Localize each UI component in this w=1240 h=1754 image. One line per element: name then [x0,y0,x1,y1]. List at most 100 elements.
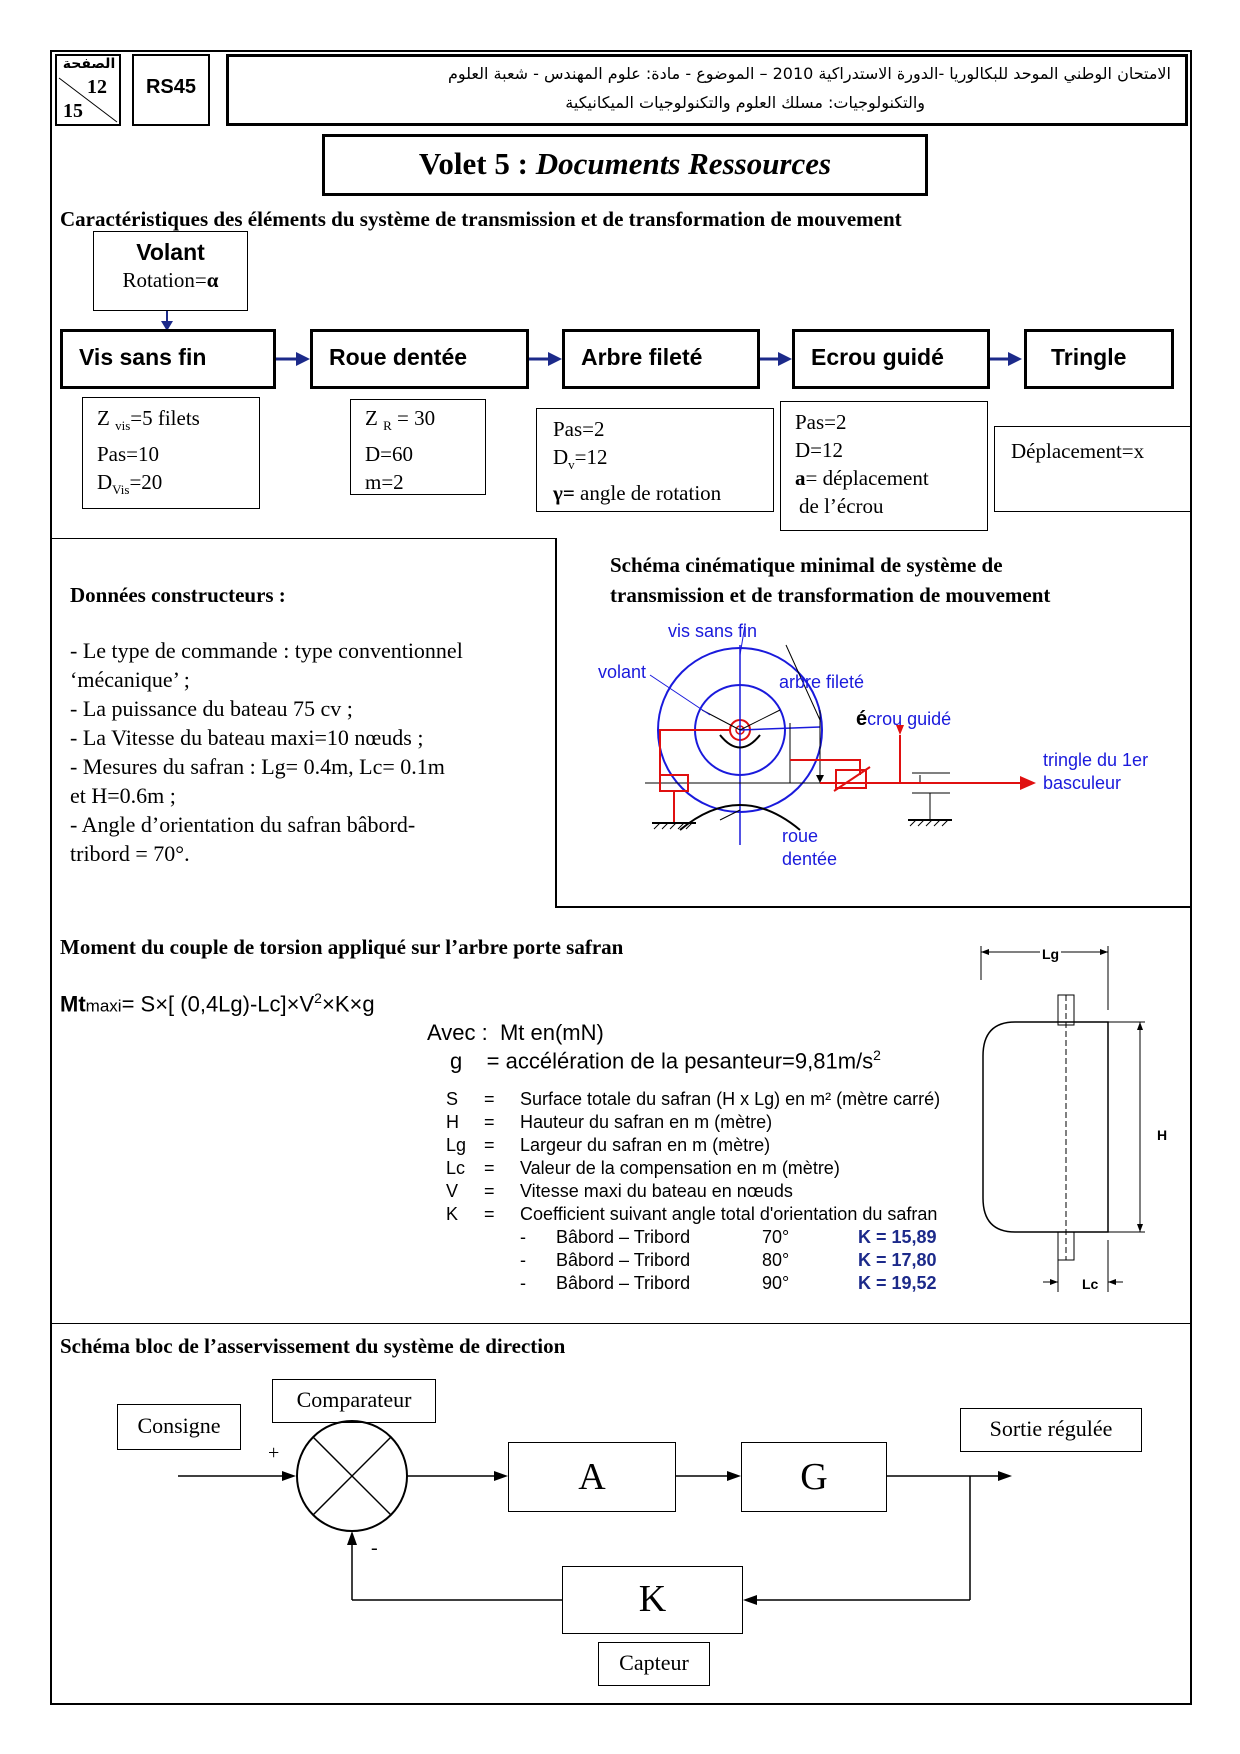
spec-vis: Z vis=5 filets Pas=10 DVis=20 [82,397,260,509]
legend-sym: K [446,1204,459,1224]
spec-ecrou-d: D=12 [795,438,844,462]
page-total: 15 [63,100,83,122]
donnees-line: - Le type de commande : type conventionn… [70,638,463,663]
spec-roue-z: Z R = 30 [365,404,473,440]
legend-desc: Vitesse maxi du bateau en nœuds [520,1181,793,1201]
formula-g: g = accélération de la pesanteur=9,81m/s… [450,1047,881,1074]
donnees-line: tribord = 70°. [70,841,190,866]
legend-desc: Largeur du safran en m (mètre) [520,1135,771,1155]
comparateur-plus: + [268,1442,280,1464]
spec-roue-z-sub: R [383,418,392,434]
chain-arbre-filete: Arbre fileté [562,329,760,389]
label-ecrou-bold: é [856,708,868,730]
spec-arbre: Pas=2 Dv=12 γ= angle de rotation [536,408,774,512]
page-frame [50,50,1192,1705]
spec-arbre-d: Dv=12 [553,443,761,479]
kinematic-diagram [645,624,1036,845]
legend-sym: H [446,1112,459,1132]
label-tringle-2: basculeur [1043,773,1122,793]
k-dash: - [520,1250,526,1270]
spec-arbre-d-prefix: D [553,445,569,469]
spec-ecrou-a: a= déplacement [795,464,975,492]
spec-arbre-gamma-symbol: γ= [553,481,575,506]
spec-ecrou-a2: de l’écrou [799,494,884,518]
comparateur-minus: - [371,1537,378,1559]
donnees-line: - Angle d’orientation du safran bâbord- [70,812,416,837]
legend-eq: = [484,1089,495,1109]
spec-vis-d-sub: Vis [112,482,130,498]
spec-vis-z-sub: vis [115,418,131,434]
schema-heading: Schéma cinématique minimal de système de… [610,550,1050,610]
formula-avec: Avec : Mt en(mN) [427,1020,604,1045]
subject-code: RS45 [132,54,210,126]
volant-rotation-symbol: α [206,268,219,292]
characteristics-heading: Caractéristiques des éléments du système… [60,207,902,231]
spec-arbre-pas: Pas=2 [553,417,605,441]
label-tringle-1: tringle du 1er [1043,750,1149,770]
k-value: K = 19,52 [858,1273,937,1293]
k-angle: 80° [762,1250,790,1270]
legend-row: H=Hauteur du safran en m (mètre) [446,1111,966,1134]
legend-eq: = [484,1158,495,1178]
title-italic: Documents Ressources [535,146,832,181]
legend-sym: V [446,1181,459,1201]
k-label: Bâbord – Tribord [556,1250,691,1270]
comparateur-box: Comparateur [272,1379,436,1423]
donnees-line: ‘mécanique’ ; [70,667,190,692]
spec-roue-z-prefix: Z [365,406,384,430]
header: الصفحة 12 15 RS45 الامتحان الوطني الموحد… [50,50,1192,128]
spec-vis-z-value: =5 filets [130,406,200,430]
formula-rest: = S×[ (0,4Lg)-Lc]×V [121,991,315,1017]
label-volant: volant [598,662,647,682]
spec-roue-d: D=60 [365,442,414,467]
legend-desc: Surface totale du safran (H x Lg) en m² … [520,1089,941,1109]
rudder-lg: Lg [1040,943,1062,966]
page-title: Volet 5 : Documents Ressources [322,134,928,196]
chain-vis-sans-fin: Vis sans fin [60,329,276,389]
page-label: الصفحة [62,56,116,72]
exam-banner: الامتحان الوطني الموحد للبكالوريا -الدور… [226,54,1188,126]
block-diagram-lines [178,1420,1012,1605]
k-dash: - [520,1227,526,1247]
legend-eq: = [484,1181,495,1201]
page-num: 12 [87,76,107,98]
formula-mt: Mt [60,991,86,1017]
k-value: K = 17,80 [858,1250,937,1270]
title-prefix: Volet 5 : [418,146,536,181]
formula-g-exp: 2 [873,1047,881,1063]
spec-arbre-d-value: =12 [574,445,608,469]
spec-tringle: Déplacement=x [994,426,1192,512]
capteur-box: Capteur [598,1642,710,1686]
k-dash: - [520,1273,526,1293]
schema-heading-line2: transmission et de transformation de mou… [610,583,1051,607]
label-roue-dentee: roue dentée [782,825,837,871]
volant-rotation-label: Rotation= [122,268,207,292]
schema-heading-line1: Schéma cinématique minimal de système de [610,553,1003,577]
donnees-line: - La puissance du bateau 75 cv ; [70,696,353,721]
spec-ecrou-a-text: = déplacement [805,466,929,490]
spec-vis-z: Z vis=5 filets [97,404,247,440]
donnees-list: - Le type de commande : type conventionn… [70,636,550,868]
bloc-heading: Schéma bloc de l’asservissement du systè… [60,1334,566,1358]
volant-name: Volant [136,239,205,265]
k-angle: 70° [762,1227,790,1247]
donnees-line: et H=0.6m ; [70,783,176,808]
k-value: K = 15,89 [858,1227,937,1247]
legend-sym: Lg [446,1135,467,1155]
k-label: Bâbord – Tribord [556,1273,691,1293]
label-vis-sans-fin: vis sans fin [668,621,758,641]
volant-box: Volant Rotation=α [93,231,248,311]
moment-formula: Mtmaxi= S×[ (0,4Lg)-Lc]×V2×K×g [60,990,375,1017]
legend-row: V = Vitesse maxi du bateau en nœuds [446,1180,966,1203]
spec-ecrou: Pas=2 D=12 a= déplacement de l’écrou [780,401,988,531]
legend-eq: = [484,1204,495,1224]
label-ecrou-text: crou guidé [867,709,952,729]
formula-exp: 2 [314,990,322,1006]
k-row: - Bâbord – Tribord 80° K = 17,80 [446,1249,966,1272]
donnees-line: - Mesures du safran : Lg= 0.4m, Lc= 0.1m [70,754,445,779]
label-roue-2: dentée [782,849,838,869]
legend-row: Lg=Largeur du safran en m (mètre) [446,1134,966,1157]
kinematic-drawing [645,624,1036,845]
rudder-drawing [980,946,1145,1292]
k-angle: 90° [762,1273,790,1293]
